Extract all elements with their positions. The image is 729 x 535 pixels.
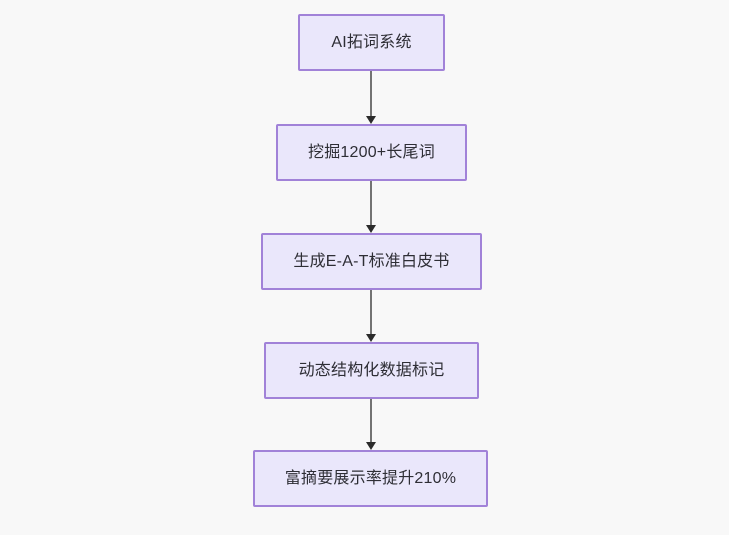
flowchart-node-rich-snippet-impression-lift[interactable]: 富摘要展示率提升210% [253, 450, 488, 507]
flowchart-node-generate-eat-whitepaper[interactable]: 生成E-A-T标准白皮书 [261, 233, 482, 290]
node-label: AI拓词系统 [331, 33, 412, 51]
flowchart-node-mine-longtail-keywords[interactable]: 挖掘1200+长尾词 [276, 124, 467, 181]
arrowhead-n2-n3 [366, 225, 376, 233]
edge-n4-n5 [370, 399, 372, 442]
flowchart-node-ai-keyword-system[interactable]: AI拓词系统 [298, 14, 445, 71]
flowchart-node-dynamic-structured-data-markup[interactable]: 动态结构化数据标记 [264, 342, 479, 399]
edge-n3-n4 [370, 290, 372, 334]
edge-n1-n2 [370, 71, 372, 116]
node-label: 动态结构化数据标记 [298, 361, 445, 379]
node-label: 生成E-A-T标准白皮书 [293, 252, 450, 270]
arrowhead-n4-n5 [366, 442, 376, 450]
node-label: 富摘要展示率提升210% [284, 469, 457, 487]
node-label: 挖掘1200+长尾词 [308, 143, 435, 161]
arrowhead-n1-n2 [366, 116, 376, 124]
arrowhead-n3-n4 [366, 334, 376, 342]
edge-n2-n3 [370, 181, 372, 225]
